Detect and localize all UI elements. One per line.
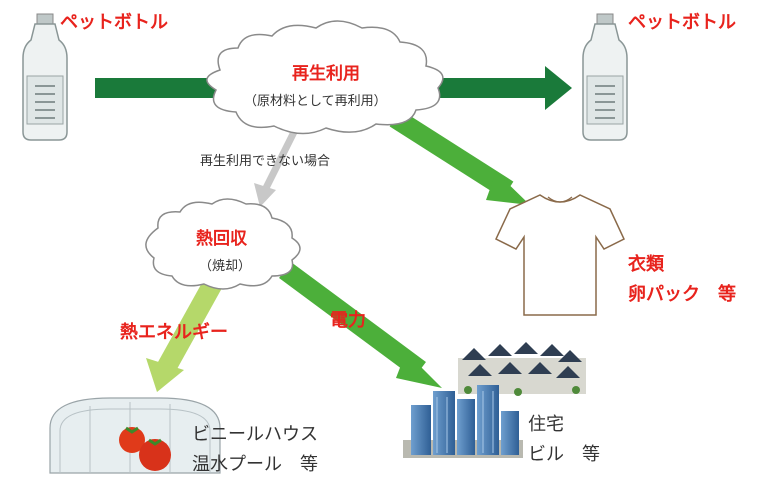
- tshirt-icon: [495, 194, 625, 316]
- heat-title: 熱回収: [196, 229, 247, 249]
- housing-label-line1: 住宅: [528, 414, 564, 435]
- heat-cloud: [145, 198, 301, 290]
- bottle-icon: [22, 13, 68, 141]
- bottle-left-label: ペットボトル: [60, 12, 168, 33]
- clothing-label-line2: 卵パック 等: [628, 284, 736, 305]
- housing-label-line2: ビル 等: [528, 444, 600, 465]
- arrow-to-clothing: [389, 109, 530, 205]
- tomato-icon: [119, 426, 171, 471]
- electricity-label: 電力: [330, 310, 366, 331]
- greenhouse-label-line1: ビニールハウス: [192, 424, 318, 445]
- recycle-subtitle: （原材料として再利用）: [244, 94, 387, 109]
- greenhouse-label-line2: 温水プール 等: [192, 454, 318, 475]
- recycle-title: 再生利用: [292, 64, 360, 84]
- arrow-electricity: [279, 261, 442, 388]
- heat-energy-label: 熱エネルギー: [120, 322, 228, 343]
- bottle-icon: [582, 13, 628, 141]
- heat-subtitle: （焼却）: [199, 259, 252, 274]
- bottle-right-label: ペットボトル: [628, 12, 736, 33]
- arrow-heat-energy: [146, 275, 224, 392]
- cannot-recycle-label: 再生利用できない場合: [200, 154, 331, 169]
- recycle-cloud: [206, 20, 444, 135]
- buildings-icon: [403, 385, 523, 458]
- clothing-label-line1: 衣類: [628, 254, 664, 275]
